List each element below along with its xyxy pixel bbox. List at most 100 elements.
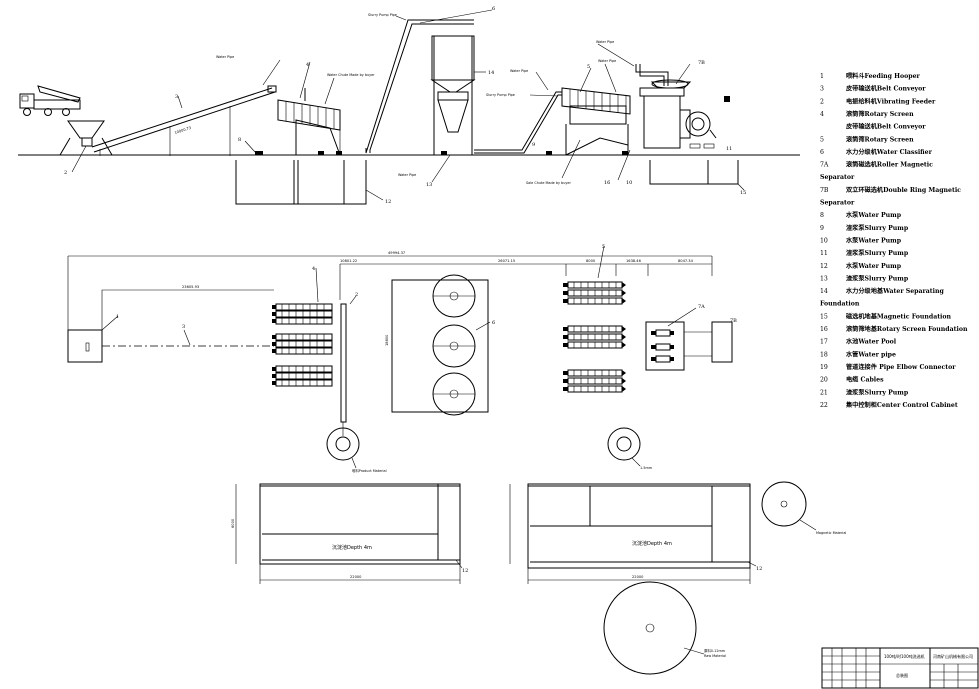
- dim-b: 26071.15: [498, 259, 515, 263]
- screen-motor: [272, 374, 276, 378]
- magnetic-material-pile: Magnetic Material: [761, 481, 846, 535]
- screen-motor: [272, 349, 276, 353]
- title-drawing-name: 总装图: [896, 672, 908, 678]
- elevation-view: 2 10000.73 3 8: [18, 6, 800, 205]
- dim-conveyor: 10000.73: [174, 126, 192, 135]
- callout-pile: 堆料Product Material: [352, 468, 387, 473]
- legend-number: 17: [820, 339, 828, 346]
- callout-num: 5: [587, 64, 590, 70]
- callout-num: 7B: [698, 60, 705, 66]
- magnetic-separator: 7B 11: [639, 60, 732, 152]
- magnetic-separators-plan: [651, 329, 674, 363]
- feeding-hopper: 2: [59, 120, 113, 176]
- screen-outlet: [622, 378, 626, 384]
- callout-num: 9: [532, 142, 535, 148]
- water-classifier: 14 13: [426, 35, 494, 188]
- pool-label: 沉淀池Depth 4m: [332, 544, 372, 551]
- callout-water-pipe: Water Pipe: [510, 69, 528, 73]
- legend-number: 18: [820, 351, 828, 358]
- callout-num: 6: [492, 6, 495, 12]
- callout-water-chute: Water Chute Made by buyer: [327, 73, 375, 77]
- product-pile-left: 堆料Product Material: [326, 427, 387, 473]
- screen-motor: [563, 291, 568, 295]
- legend-number: 7B: [820, 187, 829, 194]
- legend-text: 电振给料机Vibrating Feeder: [846, 97, 936, 105]
- callout-num: 12: [462, 568, 468, 574]
- callout-num: 7B: [730, 318, 737, 324]
- callout-num: 12: [385, 199, 391, 205]
- rotary-screen-bank-left: [272, 303, 333, 387]
- screen-outlet: [622, 298, 626, 304]
- legend-text: Foundation: [820, 301, 860, 308]
- legend-number: 22: [820, 402, 828, 409]
- callout-num: 10: [626, 180, 632, 186]
- callout-num: 8: [238, 137, 241, 143]
- rotary-screen: [275, 347, 333, 355]
- legend-text: 滚筒筛Rotary Screen: [846, 135, 914, 143]
- callout-num: 16: [604, 180, 610, 186]
- callout-num: 15: [740, 190, 746, 196]
- rotary-screen-2: 5 Water Pipe Slurry Pump Pipe Water Pipe…: [486, 59, 632, 186]
- screen-motor: [272, 305, 276, 309]
- legend-text: 渣浆泵Slurry Pump: [846, 388, 909, 396]
- callout-water-pipe: Water Pipe: [598, 59, 616, 63]
- callout-pile-sub: Raw Material: [704, 654, 726, 658]
- slurry-pipe-to-silo: Slurry Pump Pipe 6 Water Pipe: [365, 6, 495, 177]
- dim-a: 10801.22: [340, 259, 357, 263]
- legend-text: 水泵Water Pump: [846, 211, 902, 219]
- drum-outlet: [670, 331, 674, 335]
- callout-num: 3: [182, 324, 185, 330]
- legend-text: 水力分级机Water Classifier: [846, 148, 933, 156]
- rotary-screen: [275, 303, 333, 311]
- legend-number: 12: [820, 263, 828, 270]
- drum-motor: [651, 331, 656, 335]
- callout-water-pipe: Water Pipe: [216, 55, 234, 59]
- legend-text: 喂料斗Feeding Hooper: [846, 72, 921, 80]
- screen-outlet: [622, 386, 626, 392]
- legend-number: 8: [820, 212, 824, 219]
- screen-outlet: [622, 326, 626, 332]
- screen-motor: [272, 312, 276, 316]
- callout-num: 13: [426, 182, 432, 188]
- legend-text: 皮带输送机Belt Conveyor: [845, 123, 926, 131]
- water-classifier-plan: [432, 274, 476, 416]
- legend-number: 16: [820, 326, 828, 333]
- plan-view: 49994.37 10801.22 26071.15 8000 1638.46 …: [67, 244, 737, 473]
- legend-text: 滚筒磁选机Roller Magnetic: [846, 161, 933, 169]
- magnetic-drum: [655, 329, 671, 337]
- screen-motor: [563, 335, 568, 339]
- screen-motor: [272, 367, 276, 371]
- legend-text: Separator: [820, 174, 855, 181]
- callout-sale-chute: Sale Chute Made by buyer: [526, 181, 571, 185]
- title-company: 河南矿山机械有限公司: [933, 653, 973, 659]
- callout-num: 5: [602, 244, 605, 250]
- legend-text: 双立环磁选机Double Ring Magnetic: [845, 186, 961, 194]
- legend-text: 水泵Water Pump: [846, 262, 902, 270]
- legend-text: 渣浆泵Slurry Pump: [846, 224, 909, 232]
- callout-num: 2: [64, 170, 67, 176]
- callout-pile: 1-5mm: [640, 466, 653, 470]
- rotary-screen: [275, 317, 333, 325]
- screen-motor: [563, 299, 568, 303]
- callout-num: 4: [312, 266, 315, 272]
- screen-motor: [563, 283, 568, 287]
- screen-outlet: [622, 370, 626, 376]
- callout-water-pipe: Water Pipe: [398, 173, 416, 177]
- screen-motor: [272, 381, 276, 385]
- dump-truck: [19, 85, 81, 116]
- legend-number: 4: [820, 111, 824, 118]
- dim-c: 8000: [586, 259, 596, 263]
- title-project: 100吨/时100吨洗选机: [884, 653, 925, 659]
- callout-num: 3: [175, 94, 178, 100]
- rotary-screen-bank-right: [563, 281, 626, 393]
- callout-num: 14: [488, 70, 494, 76]
- sediment-pool-left: 22000 6000 沉淀池Depth 4m 12: [231, 483, 468, 584]
- dim-d: 1638.46: [626, 259, 642, 263]
- legend-text: 水力分级地基Water Separating: [846, 287, 944, 295]
- foundation-pits-left: 12: [235, 160, 391, 205]
- drum-motor: [651, 345, 656, 349]
- dim-circle-height: 18800: [385, 334, 389, 346]
- rotary-screen: [275, 372, 333, 380]
- rotary-screen: [275, 379, 333, 387]
